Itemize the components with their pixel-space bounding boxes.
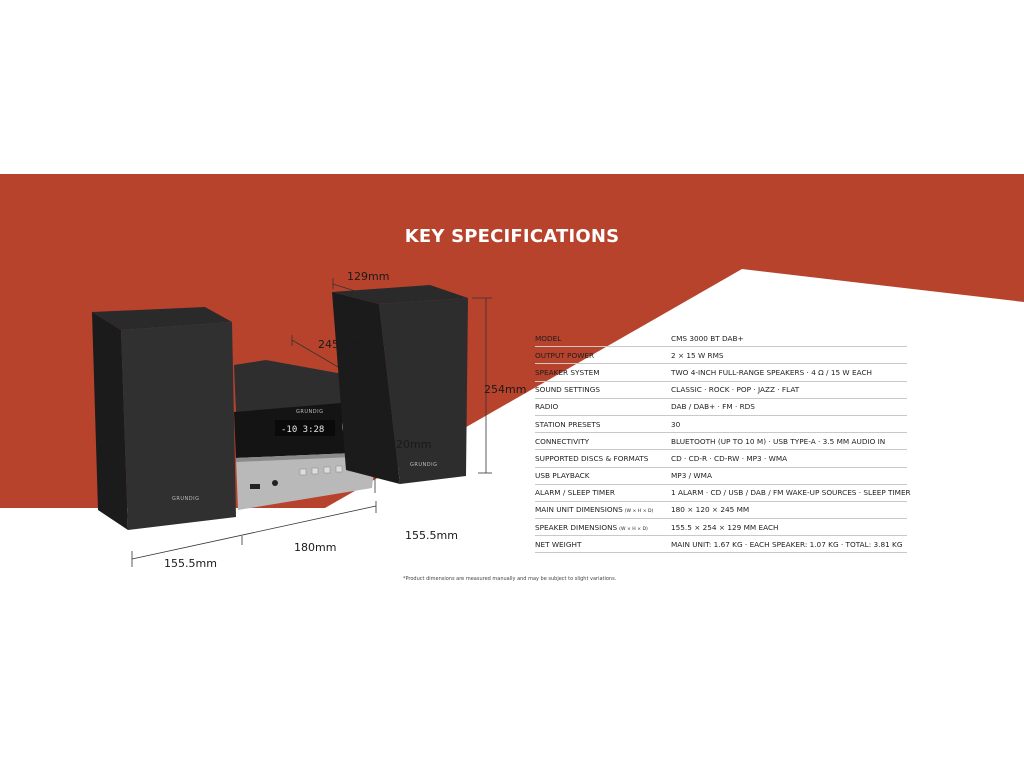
spec-label-text: SPEAKER SYSTEM bbox=[535, 367, 600, 377]
spec-label-text: USB PLAYBACK bbox=[535, 471, 590, 481]
spec-label-text: OUTPUT POWER bbox=[535, 350, 595, 360]
spec-label: MAIN UNIT DIMENSIONS(W × H × D) bbox=[535, 505, 671, 514]
spec-label: MODEL bbox=[535, 334, 671, 343]
spec-value: 155.5 × 254 × 129 MM EACH bbox=[671, 522, 779, 532]
dim-unit-width: 180mm bbox=[294, 541, 337, 554]
spec-row: CONNECTIVITY BLUETOOTH (UP TO 10 M) · USB… bbox=[535, 433, 907, 451]
dim-speaker-width-left: 155.5mm bbox=[164, 557, 217, 570]
spec-label: STATION PRESETS bbox=[535, 420, 671, 429]
spec-label: NET WEIGHT bbox=[535, 540, 671, 549]
spec-value: 2 × 15 W RMS bbox=[671, 350, 724, 360]
spec-label: CONNECTIVITY bbox=[535, 437, 671, 446]
spec-label: RADIO bbox=[535, 402, 671, 411]
spec-value: 30 bbox=[671, 419, 681, 429]
spec-label: SUPPORTED DISCS & FORMATS bbox=[535, 454, 671, 463]
spec-label: SPEAKER SYSTEM bbox=[535, 368, 671, 377]
spec-row: SPEAKER DIMENSIONS(W × H × D)155.5 × 254… bbox=[535, 519, 907, 537]
spec-value: DAB / DAB+ · FM · RDS bbox=[671, 402, 755, 412]
spec-label-text: RADIO bbox=[535, 402, 559, 412]
dim-speaker-depth: 129mm bbox=[347, 270, 390, 283]
spec-label-text: STATION PRESETS bbox=[535, 419, 601, 429]
spec-label: OUTPUT POWER bbox=[535, 351, 671, 360]
spec-value: CLASSIC · ROCK · POP · JAZZ · FLAT bbox=[671, 385, 800, 395]
dim-speaker-width-right: 155.5mm bbox=[405, 529, 458, 542]
spec-row: MAIN UNIT DIMENSIONS(W × H × D)180 × 120… bbox=[535, 502, 907, 520]
spec-label-text: NET WEIGHT bbox=[535, 539, 582, 549]
spec-label: SPEAKER DIMENSIONS(W × H × D) bbox=[535, 523, 671, 532]
spec-label-text: SUPPORTED DISCS & FORMATS bbox=[535, 453, 649, 463]
spec-row: RADIO DAB / DAB+ · FM · RDS bbox=[535, 399, 907, 416]
spec-value: 180 × 120 × 245 MM bbox=[671, 505, 750, 515]
spec-label-text: CONNECTIVITY bbox=[535, 436, 590, 446]
spec-label-sub: (W × H × D) bbox=[619, 526, 648, 532]
spec-table: MODEL CMS 3000 BT DAB+ OUTPUT POWER 2 × 15 … bbox=[535, 330, 911, 554]
unit-display: -10 3:28 bbox=[281, 425, 324, 435]
spec-row: USB PLAYBACK MP3 / WMA bbox=[535, 468, 907, 485]
dim-unit-depth: 245mm bbox=[318, 338, 361, 351]
dim-unit-height: 120mm bbox=[389, 438, 432, 451]
spec-row: OUTPUT POWER 2 × 15 W RMS bbox=[535, 347, 907, 365]
spec-label-text: ALARM / SLEEP TIMER bbox=[535, 488, 615, 498]
spec-value: BLUETOOTH (UP TO 10 M) · USB TYPE-A · 3.… bbox=[671, 436, 886, 446]
spec-row: MODEL CMS 3000 BT DAB+ bbox=[535, 330, 907, 348]
spec-label: ALARM / SLEEP TIMER bbox=[535, 488, 671, 497]
page-title: KEY SPECIFICATIONS bbox=[404, 226, 620, 247]
spec-value: 1 ALARM · CD / USB / DAB / FM WAKE-UP SO… bbox=[671, 488, 911, 498]
right-speaker-brand: GRUNDIG bbox=[410, 462, 437, 468]
spec-value: MP3 / WMA bbox=[671, 471, 712, 481]
spec-label-text: SOUND SETTINGS bbox=[535, 385, 601, 395]
spec-row: STATION PRESETS 30 bbox=[535, 416, 907, 434]
spec-label-text: MAIN UNIT DIMENSIONS bbox=[535, 505, 623, 515]
spec-value: CD · CD-R · CD-RW · MP3 · WMA bbox=[671, 453, 788, 463]
spec-label-sub: (W × H × D) bbox=[624, 509, 654, 515]
footnote: *Product dimensions are measured manuall… bbox=[403, 576, 617, 582]
spec-label: USB PLAYBACK bbox=[535, 471, 671, 480]
spec-label-text: SPEAKER DIMENSIONS bbox=[535, 522, 618, 532]
left-speaker-brand: GRUNDIG bbox=[172, 496, 199, 502]
spec-row: SUPPORTED DISCS & FORMATS CD · CD-R · CD-… bbox=[535, 450, 907, 468]
spec-row: SPEAKER SYSTEM TWO 4-INCH FULL-RANGE SPEA… bbox=[535, 364, 907, 382]
spec-row: SOUND SETTINGS CLASSIC · ROCK · POP · JAZ… bbox=[535, 382, 907, 399]
spec-label-text: MODEL bbox=[535, 333, 562, 343]
spec-row: NET WEIGHT MAIN UNIT: 1.67 KG · EACH SPEA… bbox=[535, 536, 907, 554]
spec-row: ALARM / SLEEP TIMER 1 ALARM · CD / USB / … bbox=[535, 485, 911, 502]
dim-speaker-height: 254mm bbox=[484, 383, 527, 396]
unit-brand: GRUNDIG bbox=[296, 409, 323, 415]
spec-label: SOUND SETTINGS bbox=[535, 385, 671, 394]
spec-value: TWO 4-INCH FULL-RANGE SPEAKERS · 4 Ω / 1… bbox=[671, 367, 873, 377]
left-speaker: GRUNDIG bbox=[92, 307, 236, 530]
right-speaker: GRUNDIG bbox=[332, 285, 468, 484]
spec-value: CMS 3000 BT DAB+ bbox=[671, 333, 744, 343]
spec-value: MAIN UNIT: 1.67 KG · EACH SPEAKER: 1.07 … bbox=[671, 539, 903, 549]
